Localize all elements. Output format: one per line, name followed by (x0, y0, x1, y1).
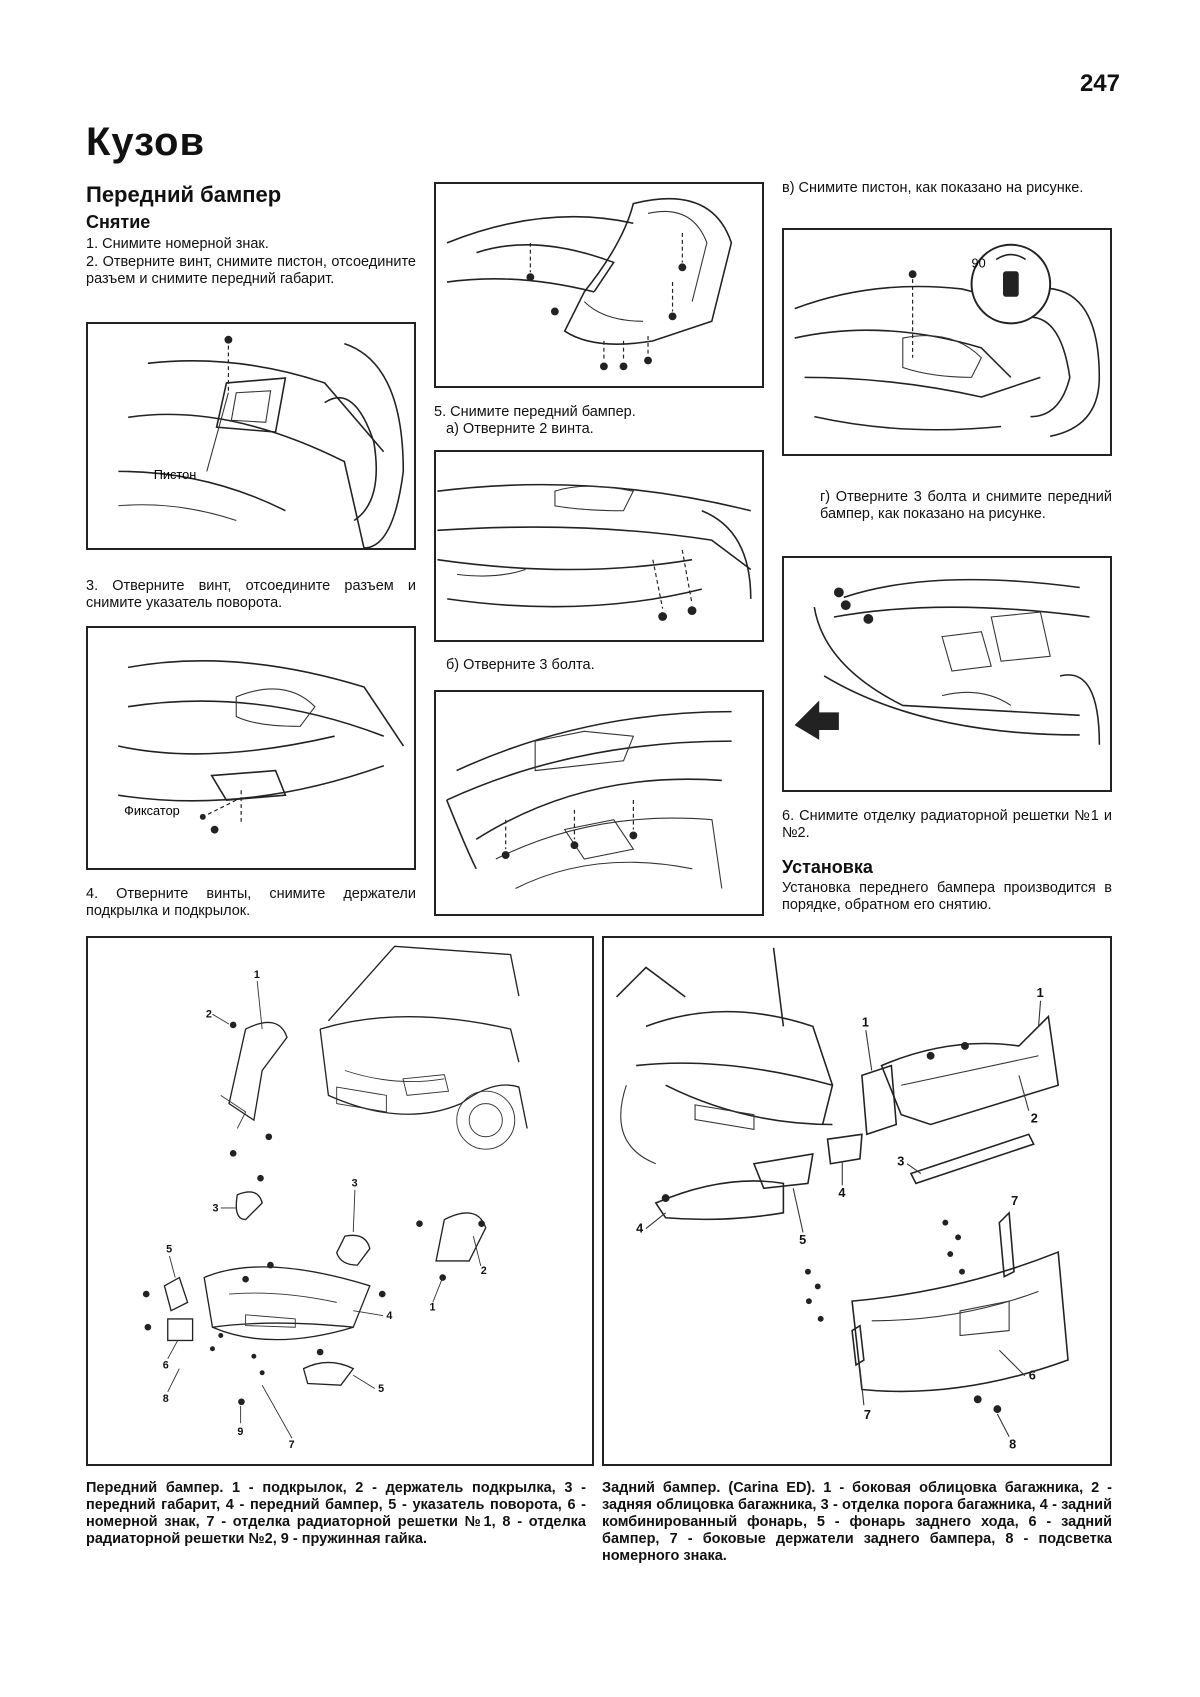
svg-text:6: 6 (1029, 1368, 1036, 1383)
svg-text:5: 5 (166, 1244, 172, 1256)
svg-text:1: 1 (862, 1014, 869, 1029)
step-5a: а) Отверните 2 винта. (446, 421, 594, 437)
figure-turn-signal: Фиксатор (86, 626, 416, 870)
svg-text:3: 3 (352, 1177, 358, 1189)
page-number: 247 (1079, 70, 1120, 97)
svg-text:7: 7 (864, 1407, 871, 1422)
svg-text:1: 1 (254, 969, 260, 981)
arrow-left-icon (794, 700, 839, 740)
step-3: 3. Отверните винт, отсоедините разъем и … (86, 578, 416, 611)
step-4: 4. Отверните винты, снимите держатели по… (86, 886, 416, 919)
step-5g: г) Отверните 3 болта и снимите передний … (820, 489, 1112, 522)
svg-text:1: 1 (1037, 985, 1044, 1000)
installation-heading: Установка (782, 857, 873, 877)
angle-label: 90 (972, 255, 986, 270)
section-title: Кузов (86, 120, 206, 164)
svg-text:5: 5 (378, 1383, 384, 1395)
rear-bumper-caption: Задний бампер. (Carina ED). 1 - боковая … (602, 1480, 1112, 1564)
step-5b: б) Отверните 3 болта. (446, 657, 595, 673)
step-1: 1. Снимите номерной знак. (86, 236, 269, 252)
svg-text:4: 4 (838, 1185, 846, 1200)
svg-text:8: 8 (163, 1393, 169, 1405)
step-5v: в) Снимите пистон, как показано на рисун… (782, 180, 1084, 196)
svg-text:4: 4 (636, 1220, 644, 1235)
svg-text:7: 7 (1011, 1193, 1018, 1208)
step-6: 6. Снимите отделку радиаторной решетки №… (782, 808, 1112, 841)
svg-text:3: 3 (212, 1202, 218, 1214)
svg-text:2: 2 (206, 1009, 212, 1021)
piston-label: Пистон (154, 467, 197, 482)
figure-bumper-screws (434, 450, 764, 642)
svg-text:8: 8 (1009, 1436, 1016, 1451)
figure-front-marker-lamp: Пистон (86, 322, 416, 550)
figure-bumper-removal (782, 556, 1112, 792)
installation-text: Установка переднего бампера производится… (782, 880, 1112, 913)
step-5: 5. Снимите передний бампер. (434, 404, 636, 420)
svg-text:7: 7 (289, 1439, 295, 1451)
svg-text:6: 6 (163, 1360, 169, 1372)
figure-rear-bumper-exploded: 1 1 2 3 4 4 5 7 6 7 8 (602, 936, 1112, 1466)
removal-subheading: Снятие (86, 212, 151, 232)
front-bumper-caption: Передний бампер. 1 - подкрылок, 2 - держ… (86, 1480, 586, 1547)
svg-text:2: 2 (481, 1265, 487, 1277)
svg-text:2: 2 (1031, 1111, 1038, 1126)
figure-front-bumper-exploded: 1 2 3 3 5 4 2 1 6 8 9 7 5 (86, 936, 594, 1466)
figure-fender-liner (434, 182, 764, 388)
svg-text:4: 4 (386, 1310, 392, 1322)
svg-text:1: 1 (429, 1302, 435, 1314)
figure-bumper-bolts (434, 690, 764, 916)
figure-piston-detail: 90 (782, 228, 1112, 456)
step-2: 2. Отверните винт, снимите пистон, отсое… (86, 254, 416, 287)
front-bumper-heading: Передний бампер (86, 182, 282, 207)
svg-text:9: 9 (237, 1426, 243, 1438)
retainer-label: Фиксатор (124, 803, 180, 818)
svg-text:3: 3 (897, 1154, 904, 1169)
svg-text:5: 5 (799, 1232, 806, 1247)
